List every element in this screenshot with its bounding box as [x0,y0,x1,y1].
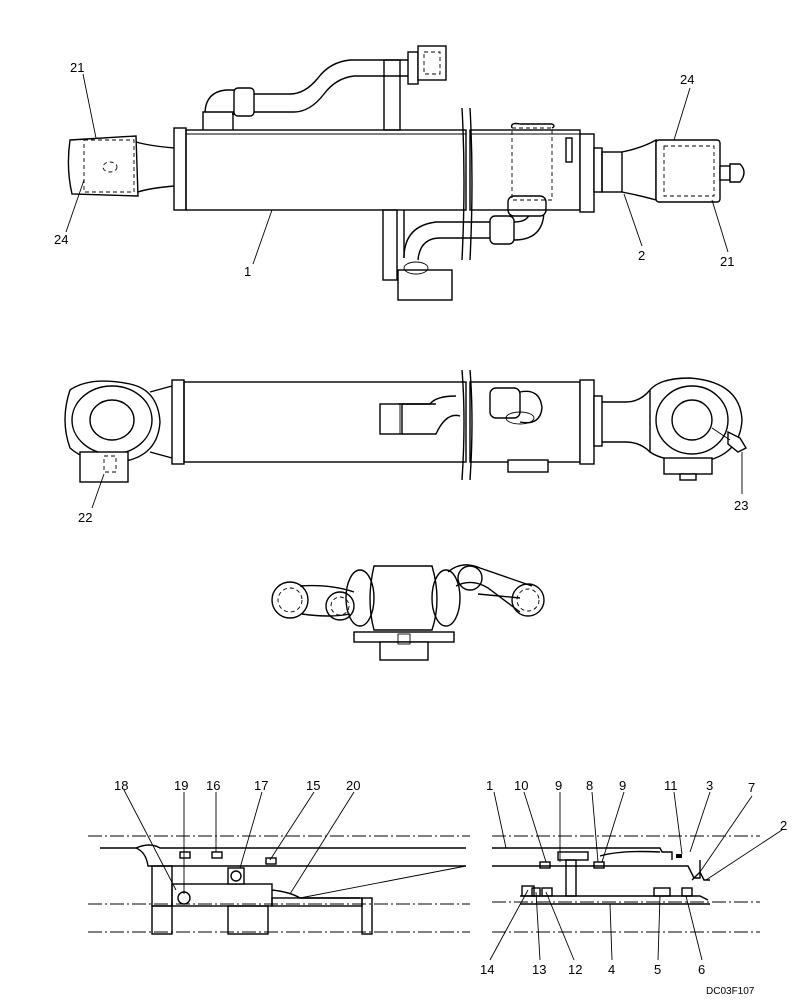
callout-1-section: 1 [486,778,493,793]
left-rod-eye [67,135,176,197]
callout-7: 7 [748,780,755,795]
head-top [469,379,651,473]
leaders-view1 [65,73,729,265]
break-mark-right [469,107,473,261]
callout-9b: 9 [619,778,626,793]
drawing-code: DC03F107 [706,986,755,997]
bottom-hose [382,195,547,301]
break-mark-top-right [469,369,473,481]
callout-5: 5 [654,962,661,977]
callout-4: 4 [608,962,615,977]
callout-10: 10 [514,778,528,793]
callout-17: 17 [254,778,268,793]
callout-15: 15 [306,778,320,793]
left-bushing-eye [64,380,173,483]
callout-labels: 21 24 1 2 24 21 22 23 18 19 16 17 15 20 … [54,60,787,997]
top-view [64,369,747,509]
top-hose [202,45,447,131]
side-view [65,45,745,301]
callout-14: 14 [480,962,494,977]
callout-11: 11 [664,778,678,793]
cylinder-head [469,122,603,213]
section-view-left [88,835,470,935]
callout-23: 23 [734,498,748,513]
callout-22: 22 [78,510,92,525]
tube-top [171,379,467,465]
right-lug [447,564,545,617]
callout-24-right: 24 [680,72,694,87]
callout-19: 19 [174,778,188,793]
callout-9a: 9 [555,778,562,793]
right-bushing-eye [649,377,747,481]
callout-21-right: 21 [720,254,734,269]
callout-6: 6 [698,962,705,977]
end-view [271,564,545,661]
callout-21-left: 21 [70,60,84,75]
left-lug [271,581,355,621]
callout-12: 12 [568,962,582,977]
callout-24-left: 24 [54,232,68,247]
break-mark-top-left [461,369,465,481]
callout-2-section: 2 [780,818,787,833]
center-block [345,565,461,661]
callout-2-rod: 2 [638,248,645,263]
callout-8: 8 [586,778,593,793]
callout-18: 18 [114,778,128,793]
callout-1-body: 1 [244,264,251,279]
leaders-view2 [91,452,743,509]
cylinder-tube [173,127,467,211]
leaders-section [123,789,783,961]
callout-3: 3 [706,778,713,793]
callout-20: 20 [346,778,360,793]
callout-13: 13 [532,962,546,977]
callout-16: 16 [206,778,220,793]
break-mark-left [461,107,465,261]
section-view-right [492,835,760,933]
piston-rod [601,138,745,203]
